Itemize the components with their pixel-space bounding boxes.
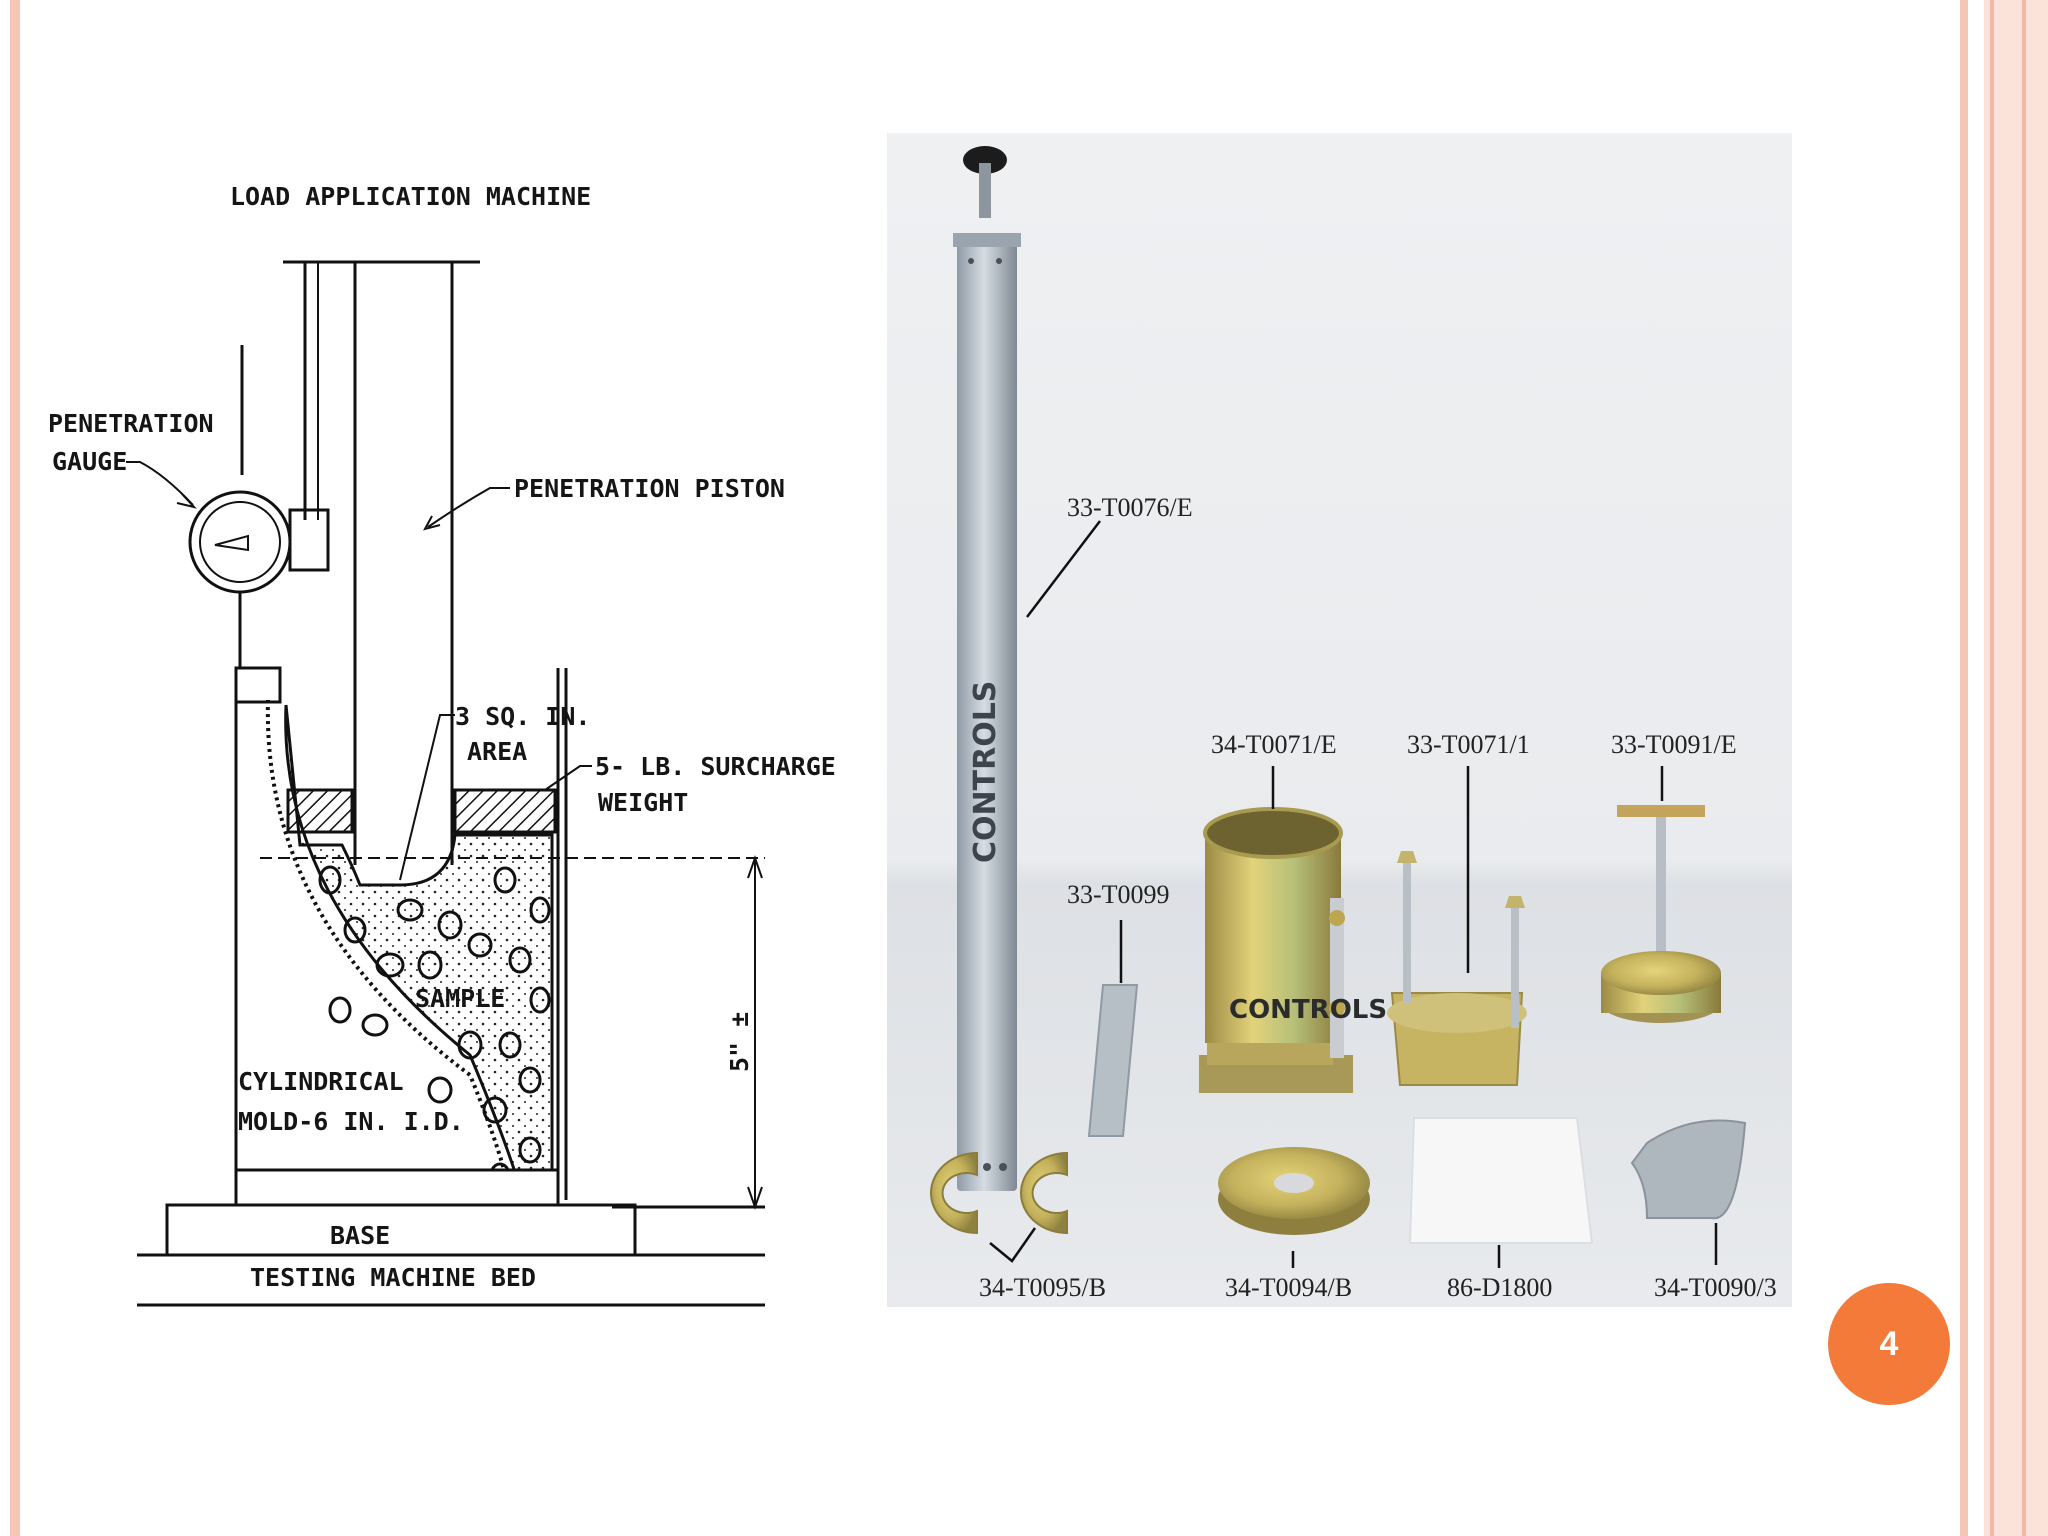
label-surcharge-1: 5- LB. SURCHARGE (595, 752, 836, 781)
gauge-foot (234, 666, 282, 704)
tamper (1601, 805, 1721, 1023)
gauge-leader-arrow-icon (176, 493, 197, 509)
rammer-brand-text: CONTROLS (968, 681, 1003, 863)
gauge-leader-line (126, 461, 194, 506)
left-frame-stripe (10, 0, 20, 1536)
label-load-application-machine: LOAD APPLICATION MACHINE (230, 182, 591, 211)
aggregate-particles (318, 865, 551, 1188)
gauge-needle-icon (214, 534, 249, 552)
mold-base-plate (234, 1168, 560, 1210)
label-mold-2: MOLD-6 IN. I.D. (238, 1107, 464, 1136)
label-split-weights: 34-T0095/B (979, 1273, 1106, 1302)
equipment-illustration: CONTROLS CONTROLS (930, 146, 1777, 1302)
right-frame-stripe (1960, 0, 1968, 1536)
label-height: 5" ± (725, 1012, 754, 1072)
filter-paper (1408, 1117, 1594, 1244)
label-penetration-piston: PENETRATION PISTON (514, 474, 785, 503)
area-leader-line (399, 714, 455, 881)
label-annular-weight: 34-T0094/B (1225, 1273, 1352, 1302)
label-penetration-gauge-1: PENETRATION (48, 409, 214, 438)
straightedge (1087, 984, 1139, 1137)
cbr-equipment-photo: CONTROLS CONTROLS (887, 133, 1792, 1307)
label-surcharge-2: WEIGHT (598, 788, 688, 817)
compaction-rammer: CONTROLS (953, 146, 1021, 1191)
piston-leader-arrow-icon (423, 515, 441, 531)
label-testing-machine-bed: TESTING MACHINE BED (250, 1263, 536, 1292)
label-spacer-disc: 34-T0090/3 (1654, 1273, 1777, 1302)
label-base: BASE (330, 1221, 390, 1250)
label-base-plate: 33-T0071/1 (1407, 730, 1530, 759)
label-straightedge: 33-T0099 (1067, 880, 1170, 909)
cbr-test-diagram: LOAD APPLICATION MACHINE (48, 182, 836, 1307)
surcharge-leader-line (544, 765, 592, 791)
annular-surcharge-weight (1218, 1147, 1370, 1235)
base (165, 1203, 637, 1257)
label-penetration-gauge-2: GAUGE (52, 447, 127, 476)
right-frame-line (1990, 0, 1994, 1536)
label-mould: 34-T0071/E (1211, 730, 1337, 759)
dimension-arrow-up-icon (747, 854, 763, 879)
right-frame-line-outer (2022, 0, 2026, 1536)
soil-sample-section (284, 704, 554, 1207)
label-sample: SAMPLE (415, 984, 505, 1013)
perforated-base-plate (1387, 851, 1527, 1086)
label-area-1: 3 SQ. IN. (455, 702, 590, 731)
label-filter-paper: 86-D1800 (1447, 1273, 1552, 1302)
mould-brand-text: CONTROLS (1229, 995, 1387, 1025)
cbr-mould: CONTROLS (1199, 807, 1387, 1093)
part-leader-lines (989, 520, 1718, 1268)
dimension-arrow-down-icon (747, 1186, 763, 1211)
label-area-2: AREA (467, 737, 527, 766)
label-rammer: 33-T0076/E (1067, 493, 1193, 522)
surcharge-weight-right (453, 788, 557, 834)
spacer-disc (1630, 1119, 1747, 1220)
gauge-bracket (288, 508, 330, 572)
gauge-inner-ring (199, 501, 281, 583)
page-number-badge: 4 (1828, 1283, 1950, 1405)
label-mold-1: CYLINDRICAL (238, 1067, 404, 1096)
piston-leader-line (427, 487, 510, 528)
split-surcharge-weights (930, 1151, 1068, 1235)
right-frame-band (1984, 0, 2048, 1536)
label-tamper: 33-T0091/E (1611, 730, 1737, 759)
